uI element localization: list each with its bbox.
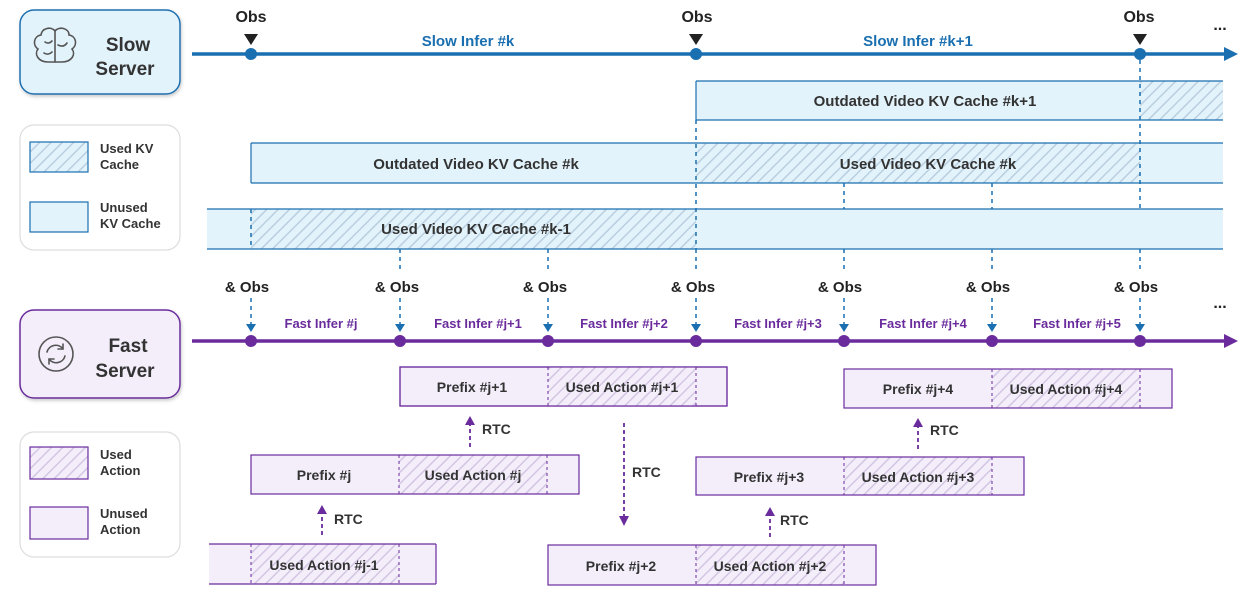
arrow-down-icon (543, 324, 553, 332)
fast-infer-label: Fast Infer #j+3 (734, 316, 822, 331)
fast-infer-label: Fast Infer #j (285, 316, 358, 331)
used-action-j3-label: Used Action #j+3 (862, 469, 975, 485)
slow-server-box: Slow Server (19, 9, 181, 95)
fast-server-label-2: Server (95, 361, 155, 382)
arrow-down-icon (619, 516, 629, 526)
cycle-icon (38, 336, 74, 372)
slow-infer-label: Slow Infer #k+1 (863, 33, 973, 50)
kv-cache-k-used-label: Used Video KV Cache #k (840, 156, 1017, 173)
arrow-up-icon (317, 505, 327, 514)
fast-timeline: & Obs & Obs & Obs & Obs & Obs & Obs & Ob… (192, 249, 1238, 348)
arrow-up-icon (913, 418, 923, 427)
slow-infer-label: Slow Infer #k (422, 33, 515, 50)
used-action-swatch (29, 446, 89, 480)
kv-cache-legend: Used KV Cache Unused KV Cache (19, 124, 181, 251)
and-obs-label: & Obs (966, 279, 1010, 296)
obs-label: Obs (1123, 9, 1154, 26)
arrow-down-icon (246, 324, 256, 332)
and-obs-label: & Obs (375, 279, 419, 296)
prefix-j1-label: Prefix #j+1 (437, 379, 508, 395)
fast-infer-label: Fast Infer #j+5 (1033, 316, 1121, 331)
unused-kv-label-1: Unused (100, 200, 148, 215)
obs-label: Obs (235, 9, 266, 26)
used-kv-label-2: Cache (100, 157, 139, 172)
action-chunk-j3: Prefix #j+3 Used Action #j+3 (695, 456, 1025, 496)
unused-action-label-2: Action (100, 522, 141, 537)
slow-server-label-2: Server (95, 59, 155, 80)
arrow-down-icon (839, 324, 849, 332)
used-action-jm1-label: Used Action #j-1 (269, 557, 378, 573)
used-kv-swatch (29, 141, 89, 173)
prefix-j2-label: Prefix #j+2 (586, 558, 657, 574)
kv-cache-k-outdated-label: Outdated Video KV Cache #k (373, 156, 579, 173)
arrow-down-icon (691, 324, 701, 332)
unused-kv-swatch (29, 201, 89, 233)
fast-infer-label: Fast Infer #j+2 (580, 316, 668, 331)
slow-ellipsis: ... (1213, 17, 1226, 34)
used-action-label-1: Used (100, 447, 132, 462)
obs-label: Obs (681, 9, 712, 26)
and-obs-label: & Obs (225, 279, 269, 296)
arrow-down-icon (395, 324, 405, 332)
action-chunk-j2: Prefix #j+2 Used Action #j+2 (547, 544, 877, 586)
obs-marker-icon (244, 34, 258, 45)
used-action-j2-label: Used Action #j+2 (714, 558, 827, 574)
fast-server-label-1: Fast (108, 336, 148, 357)
action-chunk-j1: Prefix #j+1 Used Action #j+1 (399, 366, 728, 407)
and-obs-label: & Obs (523, 279, 567, 296)
and-obs-label: & Obs (1114, 279, 1158, 296)
prefix-j-label: Prefix #j (297, 467, 351, 483)
unused-action-label-1: Unused (100, 506, 148, 521)
kv-cache-km1-label: Used Video KV Cache #k-1 (381, 221, 571, 238)
kv-cache-k1-bar (696, 81, 1223, 120)
rtc-label: RTC (930, 422, 959, 438)
obs-marker-icon (1133, 34, 1147, 45)
rtc-label: RTC (334, 511, 363, 527)
action-legend: Used Action Unused Action (19, 431, 181, 558)
fast-ellipsis: ... (1213, 295, 1226, 312)
used-action-j-label: Used Action #j (425, 467, 522, 483)
brain-icon (33, 27, 77, 63)
action-chunk-j4: Prefix #j+4 Used Action #j+4 (843, 368, 1173, 409)
and-obs-label: & Obs (671, 279, 715, 296)
arrow-down-icon (1135, 324, 1145, 332)
prefix-j3-label: Prefix #j+3 (734, 469, 805, 485)
used-action-label-2: Action (100, 463, 141, 478)
prefix-j4-label: Prefix #j+4 (883, 381, 954, 397)
used-action-j1-label: Used Action #j+1 (566, 379, 679, 395)
arrow-up-icon (765, 507, 775, 516)
arrow-up-icon (465, 416, 475, 425)
fast-infer-label: Fast Infer #j+1 (434, 316, 522, 331)
fast-infer-label: Fast Infer #j+4 (879, 316, 968, 331)
kv-cache-bars: Outdated Video KV Cache #k+1 Outdated Vi… (207, 60, 1223, 250)
fast-server-box: Fast Server (19, 309, 181, 399)
obs-marker-icon (689, 34, 703, 45)
arrow-down-icon (987, 324, 997, 332)
rtc-arrows: RTC RTC RTC RTC RTC (317, 416, 959, 537)
kv-cache-k1-label: Outdated Video KV Cache #k+1 (814, 93, 1037, 110)
slow-server-label-1: Slow (106, 35, 151, 56)
action-chunks: Prefix #j+1 Used Action #j+1 Prefix #j+4… (209, 366, 1173, 586)
rtc-label: RTC (632, 464, 661, 480)
rtc-label: RTC (482, 421, 511, 437)
used-kv-label-1: Used KV (100, 141, 154, 156)
action-chunk-j: Prefix #j Used Action #j (250, 454, 580, 495)
unused-kv-label-2: KV Cache (100, 216, 161, 231)
and-obs-label: & Obs (818, 279, 862, 296)
rtc-label: RTC (780, 512, 809, 528)
used-action-j4-label: Used Action #j+4 (1010, 381, 1123, 397)
action-chunk-jm1: Used Action #j-1 (209, 543, 437, 585)
unused-action-swatch (29, 506, 89, 540)
slow-timeline: Obs Obs Obs Slow Infer #k Slow Infer #k+… (192, 9, 1238, 61)
